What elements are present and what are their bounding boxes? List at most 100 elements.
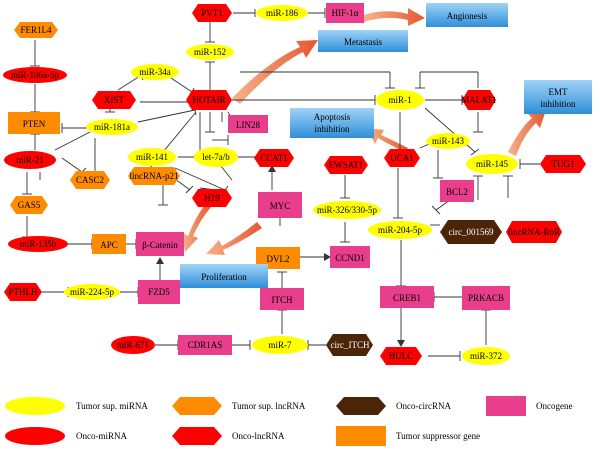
arrow-hotair-to-metastasis [232,40,318,104]
node-mir1 [376,90,424,110]
node-mir326 [313,201,381,219]
label-mir152: miR-152 [194,47,226,57]
label-itch: ITCH [272,295,293,305]
label-ccnd1: CCND1 [335,253,365,263]
node-hulc [380,347,422,365]
legend-swatch-tumor-sup-lncrna [172,397,222,415]
label-creb1: CREB1 [393,293,421,303]
legend-swatch-onco-lncrna [172,427,222,445]
label-pthlh: PTHLH [9,287,39,297]
label-casc2: CASC2 [76,175,104,185]
node-mir224 [64,284,120,300]
label-mir1: miR-1 [388,95,411,105]
label-mir145: miR-145 [476,159,509,169]
node-mir186 [256,5,308,21]
legend: Tumor sup. miRNA Tumor sup. lncRNA Onco-… [5,396,572,446]
legend-label-tumor-suppressor-gene: Tumor suppressor gene [396,431,480,441]
node-mir372 [462,347,510,365]
label-mir143: miR-143 [432,136,465,146]
label-bcl2: BCL2 [446,187,468,197]
node-cdr1as [178,335,232,355]
label-mir326: miR-326/330-5p [317,205,377,215]
node-let7 [194,147,238,167]
big-arrows [182,8,546,255]
node-hotair [186,90,232,110]
node-ccnd1 [330,246,370,268]
node-mir152 [186,44,234,60]
label-ewsat1: EWSAT1 [329,160,364,170]
node-uca1 [384,149,420,167]
node-mir141 [128,148,176,166]
label-tug1: TUG1 [552,159,575,169]
label-prkacb: PRKACB [468,293,504,303]
node-mir181a [86,119,138,135]
label-metastasis: Metastasis [344,37,382,47]
legend-swatch-onco-circrna [336,397,386,415]
nodes: PVT1 miR-186 HIF-1α Angionesis FER1L4 mi… [3,3,592,365]
node-mir34a [131,64,179,80]
node-circitch [326,334,373,356]
node-proliferation [180,264,268,288]
node-pthlh [4,283,42,301]
node-apoptosis [290,108,374,138]
label-xist: XIST [104,95,125,105]
node-hif1a [326,3,364,23]
node-mir143 [426,133,470,149]
legend-label-onco-lncrna: Onco-lncRNA [232,431,285,441]
label-mir7: miR-7 [268,340,292,350]
arrow-hif-to-angionesis [364,8,425,26]
label-cdr1as: CDR1AS [188,340,223,350]
label-proliferation: Proliferation [201,272,247,282]
node-mir204 [368,221,432,239]
label-mir141: miR-141 [136,152,168,162]
node-bcl2 [440,180,474,202]
node-fer1l4 [14,22,58,38]
label-mir204: miR-204-5p [378,225,422,235]
label-h19: H19 [204,193,220,203]
label-angionesis: Angionesis [447,11,488,21]
legend-label-tumor-sup-lncrna: Tumor sup. lncRNA [232,401,306,411]
node-lincrnaror [506,221,562,243]
node-fzd5 [138,280,180,304]
legend-swatch-tumor-sup-mirna [5,397,65,415]
label-lin28: LIN28 [236,120,260,130]
label-fer1l4: FER1L4 [20,25,52,35]
node-apc [92,234,126,254]
label-mir21: miR-21 [16,155,44,165]
node-circ001569 [440,220,502,244]
label-circ001569: circ_001569 [449,227,494,237]
arrow-dvl2-to-proliferation [206,222,262,255]
label-hotair: HOTAIR [192,95,225,105]
legend-label-onco-circrna: Onco-circRNA [396,401,451,411]
node-myc [258,192,302,218]
node-metastasis [318,30,408,52]
node-gas5 [10,196,48,214]
label-dvl2: DVL2 [267,254,290,264]
label-fzd5: FZD5 [148,287,170,297]
label-bcatenin: β-Catenin [142,240,178,250]
label-circitch: circ_ITCH [331,340,370,350]
label-mir372: miR-372 [470,351,502,361]
node-lin28 [228,115,268,133]
label-pten: PTEN [23,119,46,129]
node-mir671 [111,336,155,354]
node-itch [260,288,304,310]
arrow-uca1-to-apoptosis [366,128,408,152]
label-let7: let-7a/b [202,152,230,162]
label-mir181a: miR-181a [94,122,130,132]
node-emt [524,80,592,114]
node-mir135b [8,236,68,252]
label-pvt1: PVT1 [201,8,223,18]
node-ccat1 [254,149,294,167]
node-tug1 [540,155,586,173]
label-gas5: GAS5 [18,200,41,210]
node-dvl2 [256,247,300,269]
node-lincrnap21 [128,167,180,185]
label-lincrnap21: lincRNA-p21 [130,171,179,181]
label-mir106a: miR-106a-5p [11,70,59,80]
label-mir186: miR-186 [266,8,299,18]
label-lincrnaror: lincRNA-RoR [508,227,560,237]
node-prkacb [462,286,510,310]
